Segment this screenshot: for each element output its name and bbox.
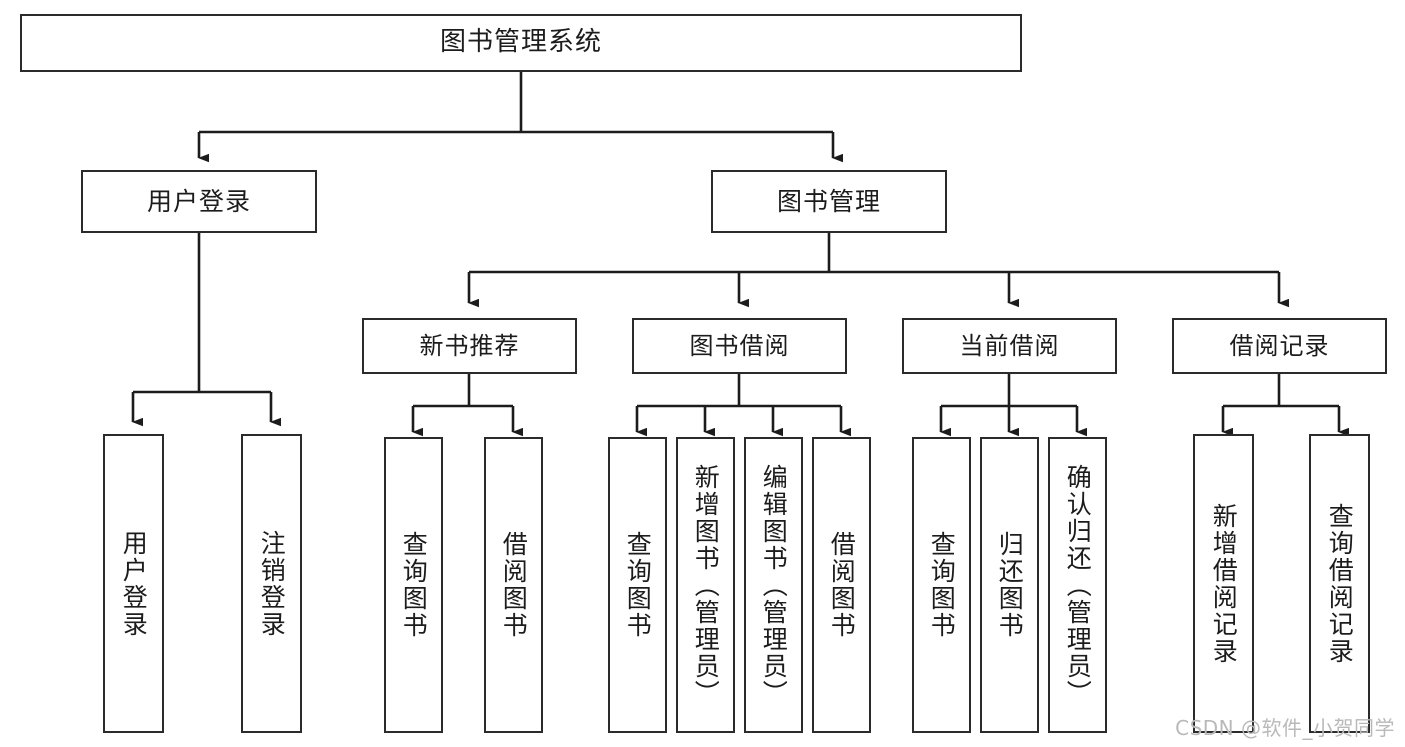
node-label: 新增借阅记录 <box>1209 502 1239 665</box>
leaf-current-borrow-return-book[interactable]: 归还图书 <box>980 437 1039 733</box>
leaf-book-borrow-add-book-admin[interactable]: 新增图书（管理员） <box>676 437 735 733</box>
node-label: 编辑图书（管理员） <box>759 463 789 707</box>
leaf-current-borrow-confirm-return-admin[interactable]: 确认归还（管理员） <box>1048 437 1107 733</box>
leaf-book-borrow-query-book[interactable]: 查询图书 <box>608 437 667 733</box>
node-label: 查询图书 <box>399 531 429 639</box>
leaf-user-login-logout[interactable]: 注销登录 <box>241 434 302 733</box>
node-label: 确认归还（管理员） <box>1063 463 1093 707</box>
node-label: 图书管理 <box>776 186 881 216</box>
node-label: 归还图书 <box>995 531 1025 639</box>
node-borrowing-record[interactable]: 借阅记录 <box>1172 318 1387 374</box>
node-book-management[interactable]: 图书管理 <box>711 170 947 233</box>
leaf-user-login-login[interactable]: 用户登录 <box>103 434 164 733</box>
node-label: 借阅图书 <box>827 531 857 639</box>
node-label: 借阅记录 <box>1229 331 1330 360</box>
node-label: 借阅图书 <box>499 531 529 639</box>
leaf-new-book-query-book[interactable]: 查询图书 <box>384 437 443 733</box>
node-label: 图书借阅 <box>689 331 790 360</box>
node-current-borrowing[interactable]: 当前借阅 <box>902 318 1117 374</box>
node-label: 用户登录 <box>146 186 251 216</box>
node-label: 注销登录 <box>257 529 287 638</box>
node-label: 新书推荐 <box>419 331 520 360</box>
node-label: 当前借阅 <box>959 331 1060 360</box>
node-book-borrowing[interactable]: 图书借阅 <box>632 318 847 374</box>
node-label: 用户登录 <box>119 529 149 638</box>
leaf-borrow-record-query-record[interactable]: 查询借阅记录 <box>1309 434 1370 733</box>
node-label: 新增图书（管理员） <box>691 463 721 707</box>
node-label: 查询借阅记录 <box>1325 502 1355 665</box>
node-label: 查询图书 <box>623 531 653 639</box>
leaf-current-borrow-query-book[interactable]: 查询图书 <box>912 437 971 733</box>
leaf-book-borrow-edit-book-admin[interactable]: 编辑图书（管理员） <box>744 437 803 733</box>
leaf-book-borrow-borrow-book[interactable]: 借阅图书 <box>812 437 871 733</box>
node-user-login[interactable]: 用户登录 <box>81 170 317 233</box>
leaf-new-book-borrow-book[interactable]: 借阅图书 <box>484 437 543 733</box>
node-new-book-recommendation[interactable]: 新书推荐 <box>362 318 577 374</box>
node-root-book-management-system[interactable]: 图书管理系统 <box>20 14 1022 72</box>
leaf-borrow-record-add-record[interactable]: 新增借阅记录 <box>1193 434 1254 733</box>
node-label: 图书管理系统 <box>439 27 602 58</box>
csdn-watermark: CSDN @软件_小贺同学 <box>1175 716 1395 740</box>
node-label: 查询图书 <box>927 531 957 639</box>
